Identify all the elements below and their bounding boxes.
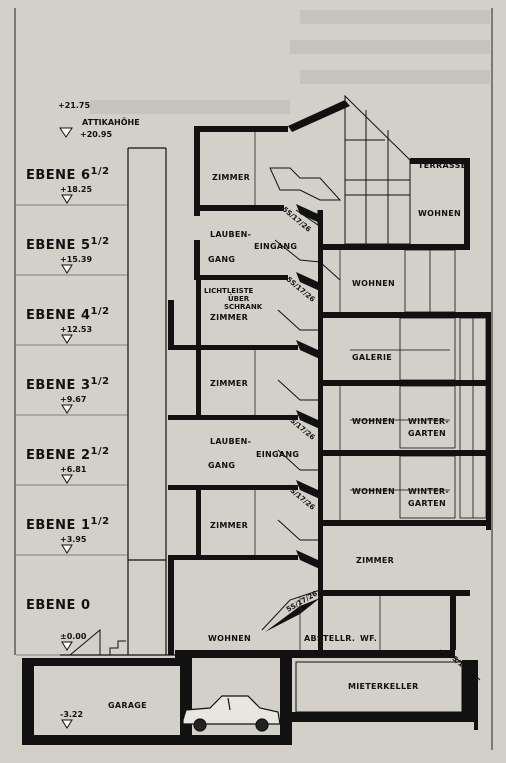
room-terrasse: TERRASSE <box>418 161 466 170</box>
atrium-roof <box>344 94 411 245</box>
level-label-2: EBENE 21/2 <box>26 446 110 463</box>
elev-attika: +20.95 <box>80 130 112 139</box>
stair-zigzags <box>265 204 322 632</box>
room-zimmer-1: ZIMMER <box>210 521 248 530</box>
elev-4: +12.53 <box>60 325 92 334</box>
basement-cellar <box>295 649 481 730</box>
floor-slabs <box>168 100 491 656</box>
elev-2: +6.81 <box>60 465 87 474</box>
room-garten-3: GARTEN <box>408 429 446 438</box>
room-winter-2: WINTER- <box>408 487 449 496</box>
room-wohnen-0: WOHNEN <box>208 634 251 643</box>
note-ueber: ÜBER <box>228 294 250 303</box>
room-eingang-2: EINGANG <box>256 450 299 459</box>
note-schrank: SCHRANK <box>224 303 263 311</box>
car-drawing <box>182 695 281 732</box>
room-mieterkeller: MIETERKELLER <box>348 682 419 691</box>
room-garten-2: GARTEN <box>408 499 446 508</box>
elev-garage: -3.22 <box>60 710 83 719</box>
level-label-0: EBENE 0 <box>26 598 91 613</box>
room-winter-3: WINTER- <box>408 417 449 426</box>
level-label-3: EBENE 31/2 <box>26 376 110 393</box>
bleed-through-texture <box>90 10 490 114</box>
room-lauben-2: LAUBEN- <box>210 437 251 446</box>
room-wf: WF. <box>360 634 377 643</box>
room-lauben-5: LAUBEN- <box>210 230 251 239</box>
level-label-5: EBENE 51/2 <box>26 236 110 253</box>
level-label-4: EBENE 41/2 <box>26 306 110 323</box>
attika-label: ATTIKAHÖHE <box>82 117 140 127</box>
room-eingang-5: EINGANG <box>254 242 297 251</box>
room-wohnen-3: WOHNEN <box>352 417 395 426</box>
level-guide-lines <box>16 204 175 656</box>
elev-5: +15.39 <box>60 255 92 264</box>
room-zimmer-4: ZIMMER <box>210 313 248 322</box>
note-lichtleiste: LICHTLEISTE <box>204 287 253 295</box>
room-galerie: GALERIE <box>352 353 392 362</box>
room-garage: GARAGE <box>108 701 147 710</box>
room-wohnen-6: WOHNEN <box>418 209 461 218</box>
room-abstell: ABSTELLR. <box>304 634 355 643</box>
level-label-6: EBENE 61/2 <box>26 166 110 183</box>
elevation-markers <box>59 127 73 729</box>
room-zimmer-6: ZIMMER <box>212 173 250 182</box>
tower-column <box>127 147 167 655</box>
elev-6: +18.25 <box>60 185 92 194</box>
elev-top: +21.75 <box>58 101 90 110</box>
level-label-1: EBENE 11/2 <box>26 516 110 533</box>
room-wohnen-2: WOHNEN <box>352 487 395 496</box>
room-partitions <box>254 132 381 650</box>
room-gang-2: GANG <box>208 461 235 470</box>
room-zimmer-0: ZIMMER <box>356 556 394 565</box>
room-wohnen-5: WOHNEN <box>352 279 395 288</box>
stair-flights <box>261 167 342 631</box>
winter-garden-glazing <box>350 249 487 519</box>
room-zimmer-3: ZIMMER <box>210 379 248 388</box>
elev-3: +9.67 <box>60 395 86 404</box>
elev-0: ±0.00 <box>60 632 87 641</box>
room-gang-5: GANG <box>208 255 235 264</box>
frame-lines <box>14 8 493 750</box>
elev-1: +3.95 <box>60 535 87 544</box>
